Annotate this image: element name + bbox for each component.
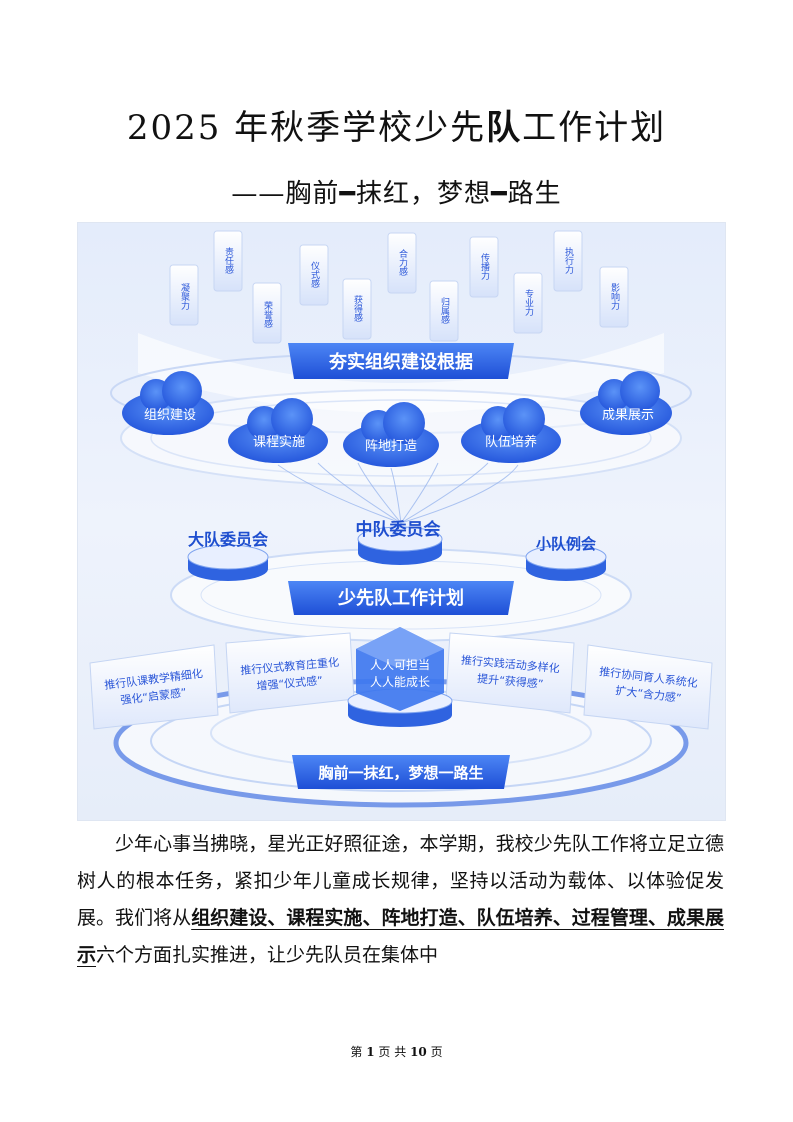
- title-bold-char: 队: [486, 108, 523, 148]
- svg-text:提升“获得感”: 提升“获得感”: [477, 672, 544, 691]
- svg-text:传播力: 传播力: [479, 252, 490, 281]
- page-footer: 第 1 页 共 10 页: [350, 1045, 443, 1059]
- infographic-image: 凝聚力 责任感 荣誉感 仪式感 获得感 合力感 归属感 传播力 专业力 执行力 …: [77, 222, 726, 821]
- pillar: 仪式感: [299, 244, 329, 306]
- banner-top: [288, 343, 514, 379]
- svg-text:少先队工作计划: 少先队工作计划: [337, 587, 464, 609]
- svg-text:组织建设: 组织建设: [144, 408, 196, 423]
- svg-text:荣誉感: 荣誉感: [262, 300, 273, 328]
- info-card: 推行仪式教育庄重化 增强“仪式感”: [225, 632, 355, 714]
- pillar: 获得感: [342, 278, 372, 340]
- svg-text:专业力: 专业力: [523, 288, 534, 317]
- svg-text:夯实组织建设根据: 夯实组织建设根据: [328, 351, 473, 373]
- svg-text:大队委员会: 大队委员会: [188, 530, 268, 549]
- svg-text:影响力: 影响力: [609, 283, 620, 311]
- svg-text:执行力: 执行力: [563, 246, 574, 275]
- pillar: 荣誉感: [252, 282, 282, 344]
- svg-text:责任感: 责任感: [223, 246, 234, 274]
- pillar: 凝聚力: [169, 264, 199, 326]
- info-card: 推行协同育人系统化 扩大“含力感”: [583, 644, 713, 730]
- svg-text:成果展示: 成果展示: [602, 408, 654, 423]
- pillar: 归属感: [429, 280, 459, 342]
- page-subtitle: ——胸前━抹红，梦想━路生: [231, 179, 562, 209]
- svg-text:归属感: 归属感: [439, 296, 450, 324]
- svg-text:人人可担当: 人人可担当: [370, 658, 430, 672]
- svg-text:中队委员会: 中队委员会: [356, 519, 441, 540]
- banner-mid: [288, 581, 514, 615]
- info-card: 推行队课教学精细化 强化“启蒙感”: [89, 644, 219, 730]
- pillar: 专业力: [513, 272, 543, 334]
- cloud: 成果展示: [580, 371, 672, 435]
- pillar: 合力感: [387, 232, 417, 294]
- pillar: 传播力: [469, 236, 499, 298]
- svg-text:仪式感: 仪式感: [309, 261, 320, 288]
- pillar: 责任感: [213, 230, 243, 292]
- svg-text:凝聚力: 凝聚力: [179, 283, 190, 311]
- cloud: 组织建设: [122, 371, 214, 435]
- pillar: 执行力: [553, 230, 583, 292]
- svg-text:队伍培养: 队伍培养: [485, 434, 537, 450]
- center-cube: 人人可担当 人人能成长: [347, 627, 453, 727]
- pillar-group: 凝聚力 责任感 荣誉感 仪式感 获得感 合力感 归属感 传播力 专业力 执行力 …: [169, 230, 629, 344]
- cloud: 队伍培养: [461, 398, 561, 463]
- info-card: 推行实践活动多样化 提升“获得感”: [445, 632, 575, 714]
- body-text: 少年心事当拂晓，星光正好照征途，本学期，我校少先队工作将立足立德树人的根本任务，…: [77, 826, 724, 974]
- svg-text:小队例会: 小队例会: [536, 535, 596, 553]
- svg-text:增强“仪式感”: 增强“仪式感”: [256, 673, 323, 693]
- banner-bottom: [292, 755, 510, 789]
- pillar: 影响力: [599, 266, 629, 328]
- council-disc: 大队委员会: [187, 530, 269, 581]
- cloud: 课程实施: [228, 398, 328, 463]
- council-disc: 中队委员会: [356, 519, 443, 565]
- svg-text:合力感: 合力感: [397, 248, 408, 276]
- cloud: 阵地打造: [343, 402, 439, 467]
- council-disc: 小队例会: [525, 535, 607, 581]
- svg-text:获得感: 获得感: [352, 295, 363, 322]
- svg-text:课程实施: 课程实施: [253, 435, 305, 450]
- paragraph: 少年心事当拂晓，星光正好照征途，本学期，我校少先队工作将立足立德树人的根本任务，…: [77, 833, 724, 966]
- svg-text:阵地打造: 阵地打造: [365, 439, 417, 454]
- page-title: 2025 年秋季学校少先队工作计划: [126, 108, 667, 148]
- underlined-keywords: 组织建设、课程实施、阵地打造、队伍培养、过程管理、成果展示: [77, 907, 724, 966]
- svg-text:人人能成长: 人人能成长: [370, 675, 430, 689]
- svg-text:胸前一抹红，梦想一路生: 胸前一抹红，梦想一路生: [318, 764, 483, 782]
